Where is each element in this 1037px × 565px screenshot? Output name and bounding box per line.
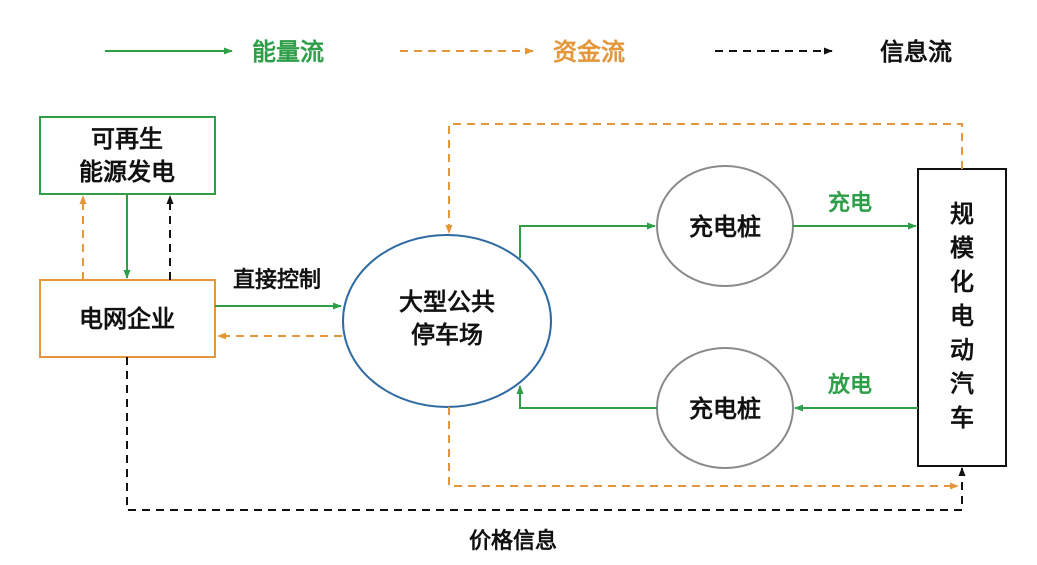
legend-money-label: 资金流 [553, 38, 625, 66]
parking-label-line1: 大型公共 [399, 288, 495, 316]
ev-label-char: 化 [950, 268, 974, 296]
edge-charge-label: 充电 [828, 190, 872, 216]
legend-energy-label: 能量流 [252, 38, 324, 66]
node-renewable: 可再生 能源发电 [39, 116, 216, 195]
edge-grid-to-ev-info [126, 357, 966, 511]
renewable-label-line2: 能源发电 [79, 158, 175, 186]
edge-parking-to-charger-energy [519, 222, 656, 258]
ev-label-char: 动 [950, 336, 974, 364]
parking-label-line2: 停车场 [411, 321, 483, 349]
ev-label-char: 汽 [950, 370, 974, 398]
edge-discharge-label: 放电 [827, 372, 872, 398]
ev-label-char: 车 [950, 404, 974, 432]
charger-top-label: 充电桩 [689, 213, 761, 241]
legend-info-label: 信息流 [880, 38, 952, 66]
legend: 能量流 资金流 信息流 [105, 38, 952, 66]
node-charger-bottom: 充电桩 [656, 347, 794, 469]
renewable-box [39, 116, 216, 195]
node-ev: 规 模 化 电 动 汽 车 [917, 168, 1007, 467]
grid-label: 电网企业 [79, 305, 175, 333]
edge-price-info-label: 价格信息 [469, 528, 557, 554]
ev-label-char: 模 [950, 234, 975, 262]
node-charger-top: 充电桩 [656, 165, 794, 287]
edge-ev-to-parking-money [445, 123, 963, 234]
ev-label-char: 电 [950, 302, 974, 330]
charger-bottom-label: 充电桩 [689, 395, 761, 423]
node-parking: 大型公共 停车场 [342, 234, 552, 408]
parking-ellipse [342, 234, 552, 408]
ev-box [917, 168, 1007, 467]
edge-charger-to-parking-energy [516, 385, 657, 409]
renewable-label-line1: 可再生 [91, 125, 163, 153]
ev-label-char: 规 [950, 200, 974, 228]
node-grid: 电网企业 [39, 279, 216, 358]
edge-direct-control-label: 直接控制 [233, 267, 321, 293]
